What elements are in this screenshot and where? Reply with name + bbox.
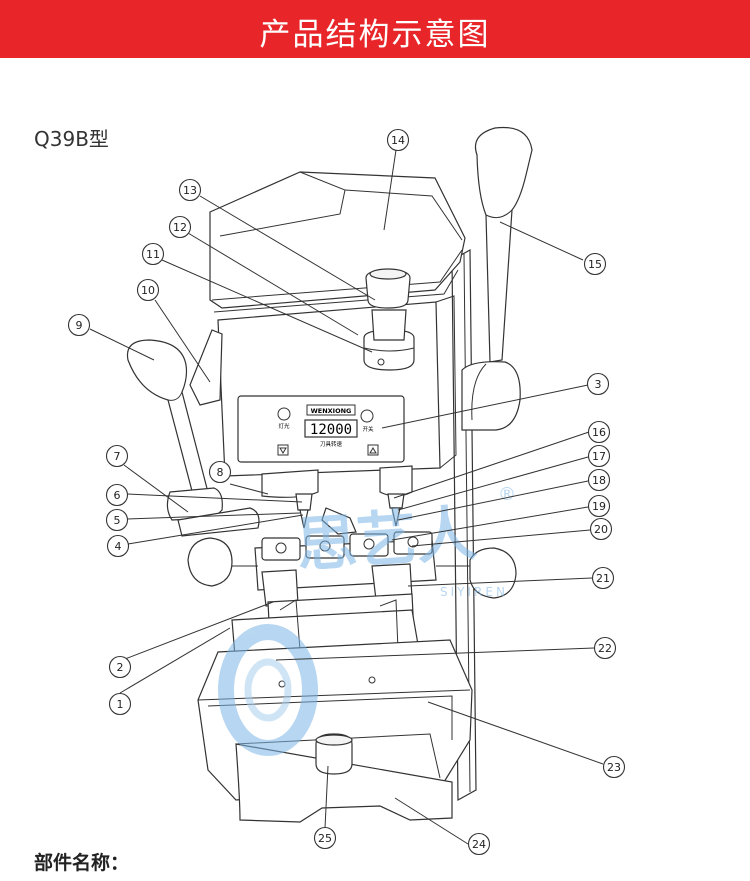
- light-button-label: 灯光: [278, 422, 290, 430]
- watermark-registered: ®: [498, 484, 516, 505]
- title-banner: [0, 0, 750, 58]
- callout-23: 23: [602, 755, 626, 779]
- callout-16: 16: [587, 420, 611, 444]
- callout-8: 8: [208, 460, 232, 484]
- up-button-icon: [367, 444, 379, 456]
- callout-12: 12: [168, 215, 192, 239]
- svg-text:22: 22: [598, 642, 612, 655]
- callout-18: 18: [587, 468, 611, 492]
- svg-text:1: 1: [117, 698, 124, 711]
- model-label: Q39B型: [34, 127, 109, 151]
- callout-2: 2: [108, 655, 132, 679]
- svg-text:17: 17: [592, 450, 606, 463]
- callout-15: 15: [583, 252, 607, 276]
- callout-11: 11: [141, 242, 165, 266]
- svg-text:23: 23: [607, 761, 621, 774]
- svg-text:14: 14: [391, 134, 405, 147]
- parts-name-label: 部件名称：: [34, 852, 130, 874]
- svg-text:4: 4: [115, 540, 122, 553]
- svg-text:21: 21: [596, 572, 610, 585]
- svg-text:11: 11: [146, 248, 160, 261]
- svg-text:25: 25: [318, 832, 332, 845]
- svg-text:7: 7: [114, 450, 121, 463]
- light-button-icon: [277, 407, 291, 421]
- right-lever-handle: [474, 126, 533, 363]
- callout-25: 25: [313, 826, 337, 850]
- svg-text:18: 18: [592, 474, 606, 487]
- svg-text:20: 20: [594, 523, 608, 536]
- svg-text:24: 24: [472, 838, 486, 851]
- callout-24: 24: [467, 832, 491, 856]
- speed-caption: 刀具转速: [320, 440, 343, 448]
- watermark-brand: 思艺人: [294, 499, 478, 581]
- panel-brand: WENXIONG: [311, 407, 352, 415]
- svg-text:13: 13: [183, 184, 197, 197]
- speed-display: 12000: [310, 422, 352, 438]
- svg-text:5: 5: [114, 514, 121, 527]
- callout-7: 7: [105, 444, 129, 468]
- svg-text:10: 10: [141, 284, 155, 297]
- callout-3: 3: [586, 372, 610, 396]
- svg-text:9: 9: [76, 319, 83, 332]
- callout-6: 6: [105, 483, 129, 507]
- callout-19: 19: [587, 494, 611, 518]
- leader-lines: [89, 149, 604, 845]
- key-machine-drawing: 灯光 开关 WENXIONG 12000 刀具转速: [126, 126, 533, 823]
- motor-cover: [209, 171, 466, 309]
- left-lever-handle: [126, 339, 211, 507]
- svg-text:6: 6: [114, 489, 121, 502]
- callout-13: 13: [178, 178, 202, 202]
- callout-22: 22: [593, 636, 617, 660]
- callout-1: 1: [108, 692, 132, 716]
- page-title: 产品结构示意图: [259, 17, 491, 53]
- svg-text:12: 12: [173, 221, 187, 234]
- callout-10: 10: [136, 278, 160, 302]
- svg-text:3: 3: [595, 378, 602, 391]
- down-button-icon: [277, 444, 289, 456]
- callout-21: 21: [591, 566, 615, 590]
- brand-watermark: 思艺人 SIYIREN ®: [218, 484, 516, 756]
- callout-4: 4: [106, 534, 130, 558]
- callout-5: 5: [105, 508, 129, 532]
- callout-14: 14: [386, 128, 410, 152]
- callout-9: 9: [67, 313, 91, 337]
- power-button-icon: [360, 409, 374, 423]
- svg-text:2: 2: [117, 661, 124, 674]
- svg-text:16: 16: [592, 426, 606, 439]
- svg-text:8: 8: [217, 466, 224, 479]
- callout-17: 17: [587, 444, 611, 468]
- watermark-subtext: SIYIREN: [440, 585, 508, 599]
- svg-text:19: 19: [592, 500, 606, 513]
- svg-text:15: 15: [588, 258, 602, 271]
- power-button-label: 开关: [362, 425, 374, 433]
- callout-20: 20: [589, 517, 613, 541]
